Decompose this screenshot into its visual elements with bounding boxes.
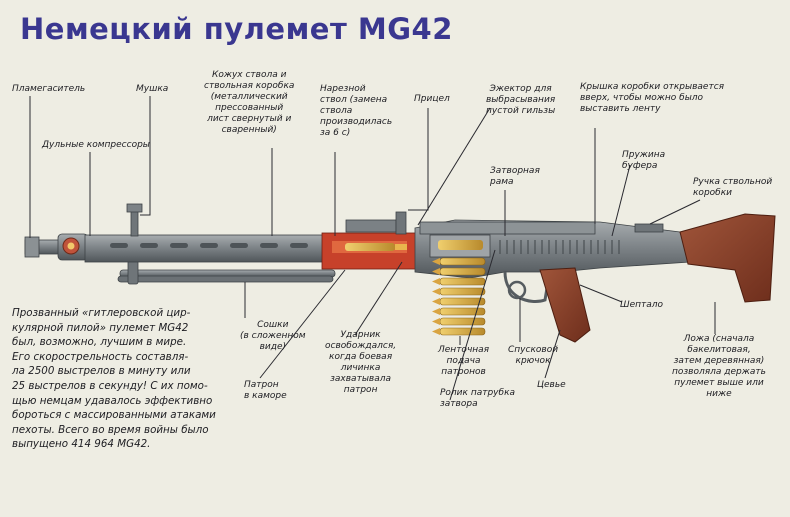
label-muzzle-boosters: Дульные компрессоры bbox=[42, 140, 150, 150]
label-barrel-jacket: Кожух ствола и ствольная коробка (металл… bbox=[204, 70, 295, 135]
label-grip: Цевье bbox=[537, 380, 566, 390]
receiver-handle bbox=[634, 223, 664, 233]
label-sear: Шептало bbox=[620, 300, 664, 310]
label-stock: Ложа (сначала бакелитовая, затем деревян… bbox=[672, 334, 766, 399]
barrel-assembly bbox=[24, 203, 326, 263]
label-flash-hider: Пламегаситель bbox=[12, 84, 86, 94]
label-rifled-barrel: Нарезной ствол (замена ствола производил… bbox=[320, 84, 393, 138]
stock bbox=[679, 213, 776, 303]
label-trigger: Спусковой крючок bbox=[508, 345, 559, 366]
label-front-sight: Мушка bbox=[136, 84, 169, 94]
page-title: Немецкий пулемет MG42 bbox=[20, 12, 453, 46]
rear-sight bbox=[345, 211, 407, 235]
label-firing-pin: Ударник освобождался, когда боевая личин… bbox=[325, 330, 397, 395]
chamber-cutaway bbox=[321, 232, 418, 270]
label-receiver-handle: Ручка ствольной коробки bbox=[693, 177, 773, 198]
ammo-belt bbox=[432, 257, 486, 336]
label-receiver-cover: Крышка коробки открывается вверх, чтобы … bbox=[580, 82, 725, 114]
label-bipod: Сошки (в сложенном виде) bbox=[240, 320, 306, 352]
label-buffer-spring: Пружина буфера bbox=[622, 150, 666, 171]
label-ejector: Эжектор для выбрасывания пустой гильзы bbox=[486, 84, 556, 116]
label-chamber-round: Патрон в каморе bbox=[244, 380, 287, 401]
label-belt-feed: Ленточная подача патронов bbox=[438, 345, 490, 377]
label-bolt-roller: Ролик патрубка затвора bbox=[440, 388, 516, 409]
label-rear-sight: Прицел bbox=[414, 94, 450, 104]
bipod bbox=[117, 257, 336, 285]
pistol-grip bbox=[539, 267, 591, 343]
label-bolt-carrier: Затворная рама bbox=[490, 166, 540, 187]
description-text: Прозванный «гитлеровской цир- кулярной п… bbox=[12, 307, 216, 451]
leader-lines bbox=[29, 96, 716, 401]
